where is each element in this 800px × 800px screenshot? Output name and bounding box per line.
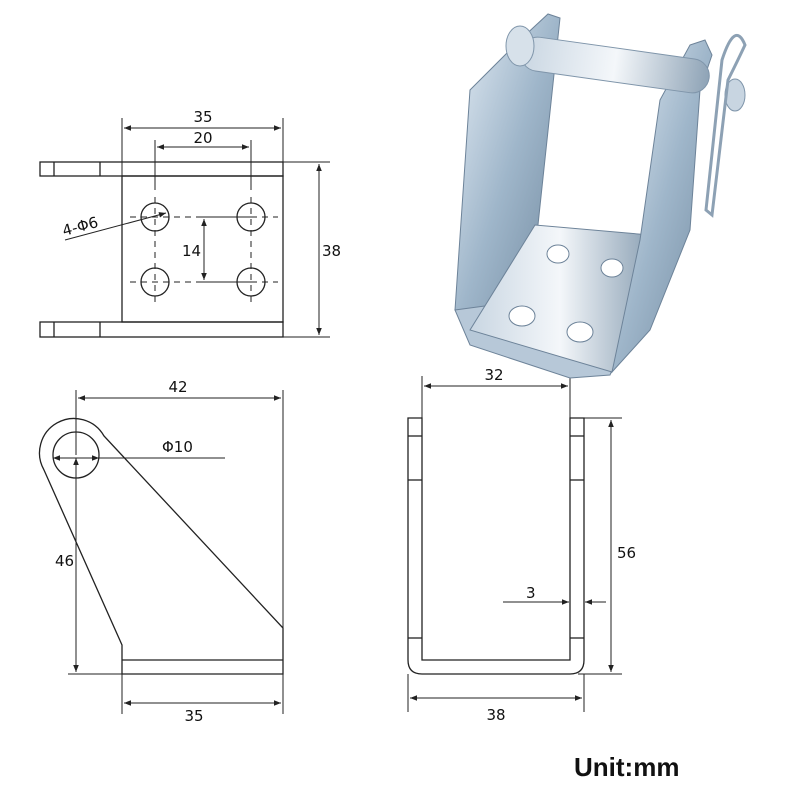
dim-side-42: 42 xyxy=(168,378,187,396)
dim-front-38: 38 xyxy=(486,706,505,724)
unit-label: Unit:mm xyxy=(574,752,680,782)
dim-top-20: 20 xyxy=(193,129,212,147)
dim-front-3: 3 xyxy=(526,584,536,602)
front-view: 32 56 3 38 xyxy=(407,366,636,724)
dim-front-56: 56 xyxy=(617,544,636,562)
product-photo xyxy=(454,13,747,379)
top-view: 35 20 38 14 4-Φ6 xyxy=(39,108,341,338)
dim-top-35: 35 xyxy=(193,108,212,126)
dim-front-32: 32 xyxy=(484,366,503,384)
dim-side-46: 46 xyxy=(55,552,74,570)
dim-top-14: 14 xyxy=(182,242,201,260)
side-view: 42 Φ10 46 35 xyxy=(38,378,284,725)
dim-side-35: 35 xyxy=(184,707,203,725)
dim-top-38: 38 xyxy=(322,242,341,260)
dim-side-phi10: Φ10 xyxy=(162,438,193,456)
